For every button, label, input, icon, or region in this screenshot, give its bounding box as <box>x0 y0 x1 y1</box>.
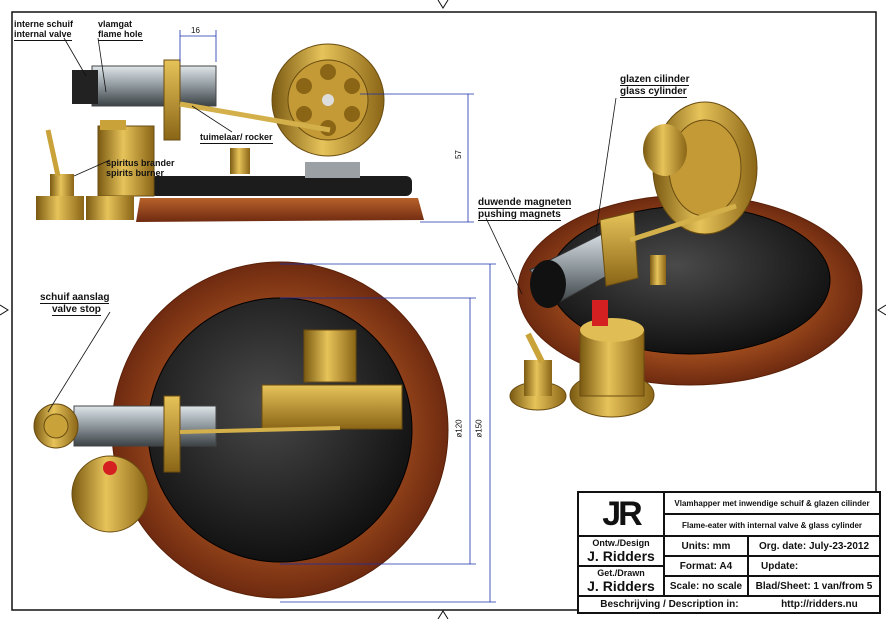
dimension-150: ø150 <box>474 419 484 438</box>
description-row: Beschrijving / Description in: http://ri… <box>578 596 880 613</box>
drawn-name: J. Ridders <box>587 578 655 594</box>
iso-view <box>509 101 863 418</box>
sheet-number: Blad/Sheet: 1 van/from 5 <box>748 576 880 596</box>
label-magnets-en: pushing magnets <box>478 209 561 221</box>
label-burner-nl: spiritus brander <box>106 158 175 168</box>
label-magnets-nl: duwende magneten <box>478 197 572 209</box>
dimension-57: 57 <box>453 150 463 159</box>
label-glass-cylinder-en: glass cylinder <box>620 86 687 98</box>
top-view <box>33 261 449 599</box>
label-glass-cylinder-nl: glazen cilinder <box>620 74 690 86</box>
title-english: Flame-eater with internal valve & glass … <box>664 514 880 536</box>
dimension-16: 16 <box>191 26 200 35</box>
org-date: Org. date: July-23-2012 <box>748 536 880 556</box>
dimension-120: ø120 <box>454 419 464 438</box>
design-cell: Ontw./Design J. Ridders <box>578 536 664 566</box>
format: Format: A4 <box>664 556 748 576</box>
label-valve-stop-en: valve stop <box>52 304 101 316</box>
label-flame-hole-nl: vlamgat <box>98 19 133 29</box>
update: Update: <box>748 556 880 576</box>
drawn-label: Get./Drawn <box>597 568 645 578</box>
label-internal-valve-nl: interne schuif <box>14 19 74 29</box>
label-burner-en: spirits burner <box>106 168 165 178</box>
title-block: JR Vlamhapper met inwendige schuif & gla… <box>577 491 881 614</box>
drawn-cell: Get./Drawn J. Ridders <box>578 566 664 596</box>
units: Units: mm <box>664 536 748 556</box>
description-label: Beschrijving / Description in: <box>600 599 739 610</box>
title-dutch: Vlamhapper met inwendige schuif & glazen… <box>664 492 880 514</box>
label-rocker: tuimelaar/ rocker <box>200 132 273 144</box>
scale: Scale: no scale <box>664 576 748 596</box>
label-valve-stop-nl: schuif aanslag <box>40 292 110 304</box>
design-label: Ontw./Design <box>592 538 650 548</box>
label-internal-valve-en: internal valve <box>14 29 72 41</box>
description-url: http://ridders.nu <box>781 599 858 610</box>
logo: JR <box>578 492 664 536</box>
side-view <box>36 43 424 222</box>
label-flame-hole-en: flame hole <box>98 29 143 41</box>
design-name: J. Ridders <box>587 548 655 564</box>
